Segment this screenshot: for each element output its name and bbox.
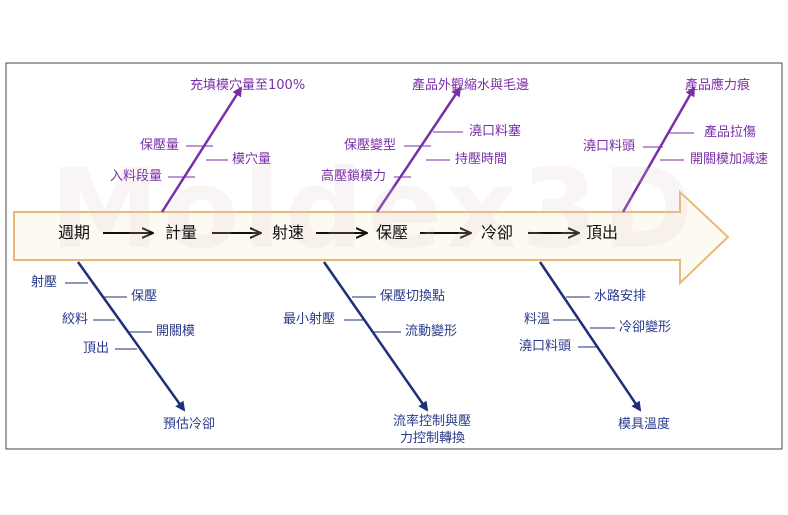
top-middle-bone <box>375 86 462 213</box>
cause-label: 射壓 <box>31 275 58 290</box>
cause-label: 冷卻變形 <box>619 320 672 335</box>
effect-mold-temperature: 模具溫度 <box>618 417 671 432</box>
cause-label: 最小射壓 <box>283 312 336 327</box>
cause-label: 澆口料頭 <box>583 139 636 154</box>
cause-label: 保壓 <box>131 289 158 304</box>
step-packing: 保壓 <box>376 223 409 242</box>
bottom-middle-bone <box>322 261 429 412</box>
cause-label: 保壓切換點 <box>380 289 446 304</box>
cause-label: 模穴量 <box>232 152 272 167</box>
process-arrow <box>13 189 730 286</box>
step-injection-speed: 射速 <box>272 223 305 242</box>
effect-flow-pressure-control: 流率控制與壓 <box>393 414 472 429</box>
step-cooling: 冷卻 <box>481 223 514 242</box>
cause-label: 持壓時間 <box>455 152 508 167</box>
top-left-bone <box>160 86 243 213</box>
effect-appearance: 產品外觀縮水與毛邊 <box>412 78 530 93</box>
effect-cooling-estimate: 預估冷卻 <box>163 417 216 432</box>
cause-label: 料溫 <box>524 312 551 327</box>
step-metering: 計量 <box>165 223 198 242</box>
cause-label: 澆口料頭 <box>519 339 572 354</box>
cause-label: 開關模加減速 <box>690 152 769 167</box>
cause-label: 產品拉傷 <box>704 125 757 140</box>
effect-stress-mark: 產品應力痕 <box>685 78 751 93</box>
cause-label: 入料段量 <box>110 169 163 184</box>
cause-label: 高壓鎖模力 <box>321 169 387 184</box>
cause-label: 保壓量 <box>140 138 180 153</box>
cause-label: 開關模 <box>156 324 196 339</box>
cause-label: 澆口料塞 <box>469 124 522 139</box>
cause-label: 流動變形 <box>405 324 458 339</box>
step-ejection: 頂出 <box>586 223 619 242</box>
effect-fill-cavity: 充填模穴量至100% <box>190 78 306 93</box>
cause-label: 絞料 <box>62 312 89 327</box>
frame-border <box>5 62 783 450</box>
cause-label: 水路安排 <box>594 289 647 304</box>
cause-label: 頂出 <box>83 341 110 356</box>
effect-flow-pressure-control-2: 力控制轉換 <box>400 431 466 446</box>
bottom-right-bone <box>538 261 642 412</box>
watermark-logo: Moldex3D <box>50 145 697 273</box>
bottom-left-bone <box>76 261 186 412</box>
top-right-bone <box>621 86 696 213</box>
cause-label: 保壓變型 <box>344 138 397 153</box>
step-cycle: 週期 <box>58 223 91 242</box>
